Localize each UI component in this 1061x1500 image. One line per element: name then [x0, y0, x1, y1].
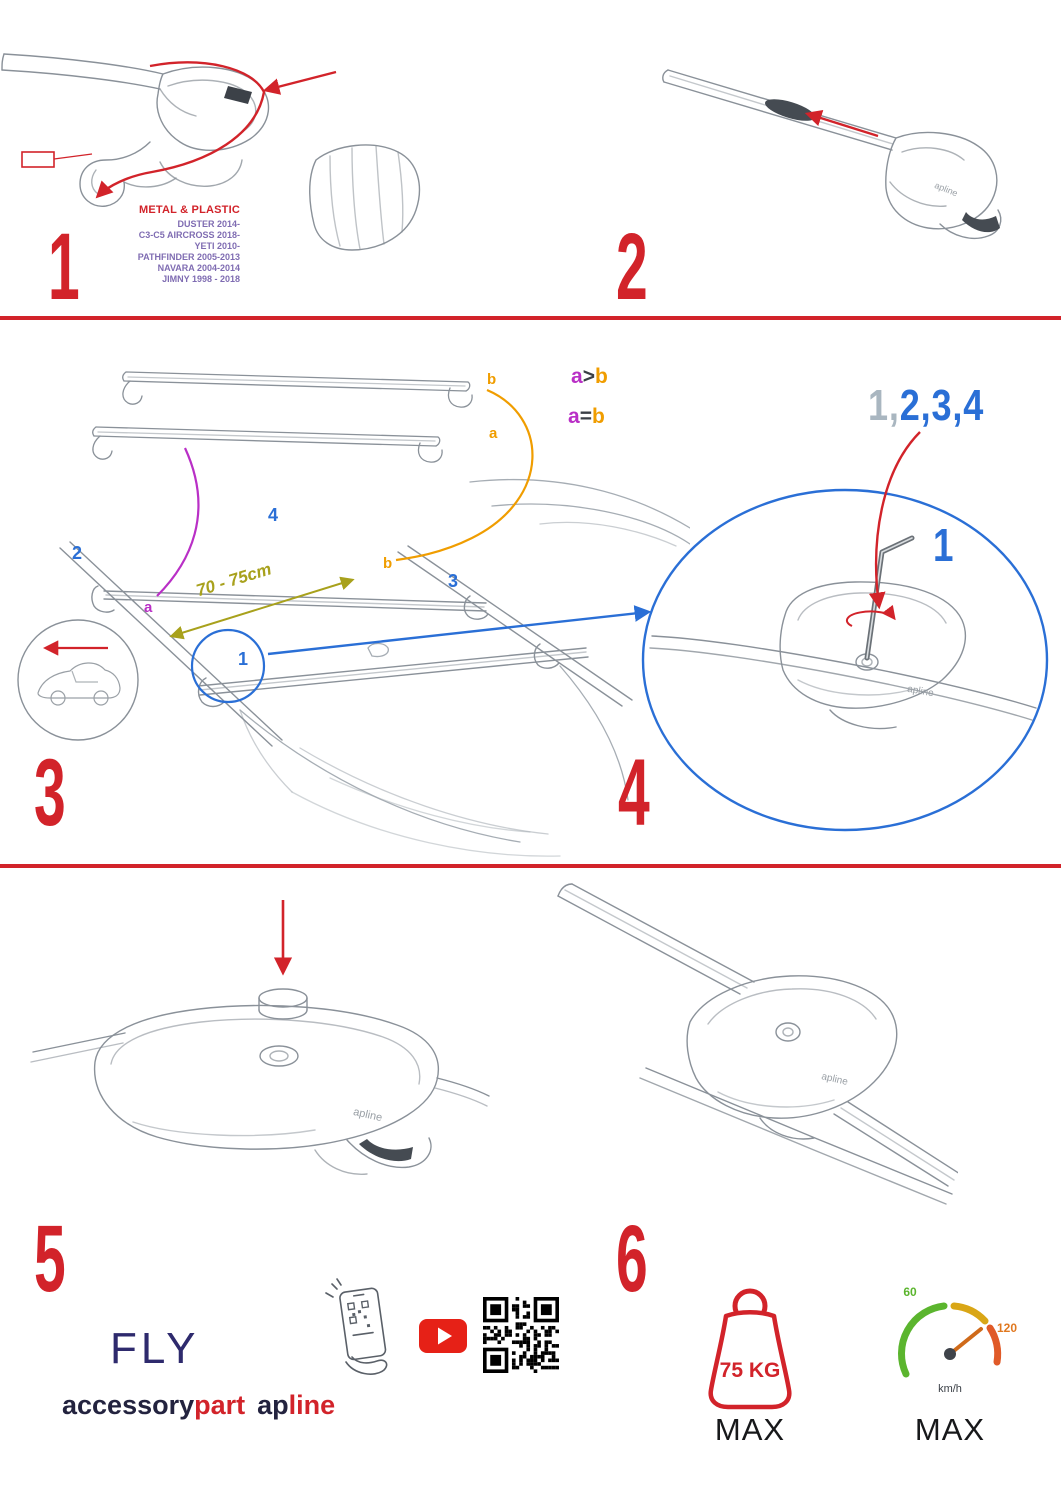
allen-key-icon — [864, 535, 915, 661]
formula-a-eq-b: a=b — [568, 405, 605, 428]
roof-label-1: 1 — [238, 649, 249, 669]
material-label: METAL & PLASTIC — [139, 204, 240, 216]
detail-circle — [190, 628, 266, 704]
model-item: NAVARA 2004-2014 — [157, 263, 240, 273]
section-divider-top — [0, 316, 1061, 320]
rubber-claw — [359, 1139, 413, 1162]
scan-phone-icon — [325, 1278, 388, 1375]
speed-high-label: 120 — [997, 1321, 1017, 1335]
bar-label-a: a — [489, 425, 498, 442]
step2-number: 2 — [616, 214, 648, 320]
apline-logo-text: apline — [933, 180, 959, 198]
formula-a-gt-b: a>b — [571, 365, 608, 388]
step1-arrows — [21, 61, 337, 199]
direction-inset — [17, 619, 139, 741]
speedometer-icon: 60 120 km/h — [898, 1285, 1017, 1395]
speed-max-label: MAX — [914, 1412, 986, 1447]
model-item: C3-C5 AIRCROSS 2018- — [138, 230, 240, 240]
step3-number: 3 — [34, 740, 66, 846]
roof-label-4: 4 — [268, 505, 279, 525]
fly-wordmark: FLY — [110, 1324, 200, 1373]
section-divider-bottom — [0, 864, 1061, 868]
roof-label-2: 2 — [72, 543, 83, 563]
step5-drawing: apline — [30, 900, 490, 1175]
step1-drawing — [1, 53, 421, 251]
model-item: DUSTER 2014- — [177, 219, 240, 229]
roof-label-a: a — [144, 599, 153, 616]
rubber-claw — [962, 212, 1000, 233]
youtube-icon — [419, 1319, 467, 1353]
brand-line: line — [288, 1390, 336, 1420]
step1-compatibility: METAL & PLASTIC DUSTER 2014- C3-C5 AIRCR… — [108, 204, 240, 285]
max-weight-icon: 75 KG — [708, 1288, 792, 1410]
roof-label-b: b — [383, 555, 393, 572]
speed-low-label: 60 — [903, 1285, 917, 1299]
step2-arrow — [804, 110, 879, 138]
zoom-arrow — [267, 605, 652, 656]
step4-number: 4 — [618, 740, 650, 846]
step1-number: 1 — [48, 214, 80, 320]
zoom-circle — [641, 488, 1049, 832]
rotate-arrow — [845, 604, 896, 627]
mounted-clamp — [557, 883, 958, 1205]
loose-bars — [92, 371, 473, 463]
apline-logo-text: apline — [820, 1071, 849, 1088]
logo-chip — [224, 86, 252, 104]
distance-arrow — [169, 576, 355, 640]
weight-value: 75 KG — [720, 1359, 781, 1382]
step3-drawing — [17, 371, 690, 857]
brand-ap: ap — [257, 1390, 289, 1420]
sequence-arrow — [868, 431, 921, 610]
apline-logo-text: apline — [906, 684, 935, 700]
tightening-sequence: 1,2,3,4 — [868, 381, 985, 430]
step2-drawing: apline — [662, 69, 1002, 240]
qr-code — [483, 1297, 559, 1373]
car-body — [239, 478, 690, 857]
weight-max-label: MAX — [714, 1412, 786, 1447]
roof-rails — [59, 541, 633, 747]
model-item: JIMNY 1998 - 2018 — [162, 274, 240, 284]
speed-unit-label: km/h — [938, 1383, 962, 1395]
step5-number: 5 — [34, 1206, 66, 1312]
brand-accessory: accessory — [62, 1390, 195, 1420]
sequence-highlight-1: 1 — [933, 519, 954, 571]
model-item: YETI 2010- — [194, 241, 240, 251]
step6-drawing: apline — [557, 883, 958, 1205]
roof-label-3: 3 — [448, 571, 459, 591]
step6-number: 6 — [616, 1206, 648, 1312]
clamp-with-cap — [30, 988, 490, 1175]
guide-a-curve — [156, 447, 200, 597]
clamp-detail — [649, 581, 1037, 730]
model-item: PATHFINDER 2005-2013 — [137, 252, 240, 262]
bar-end-hole — [765, 99, 815, 121]
apline-logo-text: apline — [352, 1106, 383, 1124]
guide-b-curve — [395, 388, 534, 562]
brand-part: part — [194, 1390, 246, 1420]
step4-drawing: apline — [641, 431, 1049, 832]
bar-label-b: b — [487, 371, 497, 388]
